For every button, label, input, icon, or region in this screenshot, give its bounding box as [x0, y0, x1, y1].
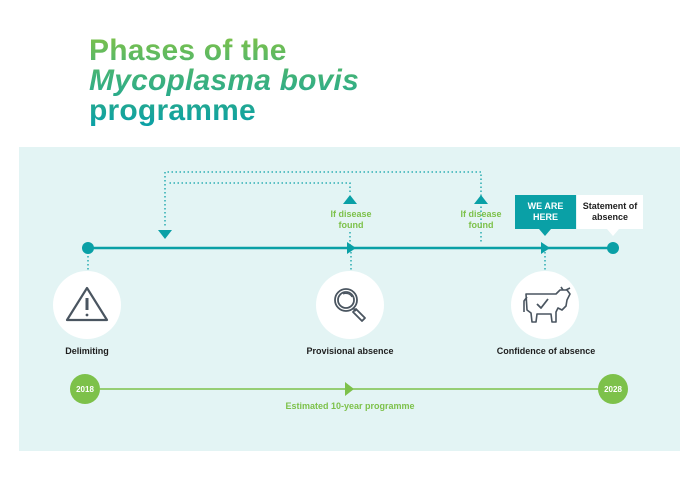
feedback-arrow-up-icon-1: [343, 195, 357, 204]
statement-pointer: [607, 229, 619, 236]
we-are-here-pointer: [539, 229, 551, 236]
connectors: [87, 232, 546, 270]
feedback-loop-inner: [168, 182, 351, 192]
phase-circle-provisional: [316, 271, 384, 339]
statement-of-absence-text: Statement of absence: [582, 201, 638, 222]
we-are-here-text: WE ARE HERE: [527, 201, 564, 222]
feedback-label-1: If disease found: [330, 209, 372, 231]
timeline-start-dot: [82, 242, 94, 254]
phase-label-delimiting: Delimiting: [65, 346, 109, 356]
timeline-end-dot: [607, 242, 619, 254]
programme-arrow-icon: [345, 382, 354, 396]
phase-circle-confidence: [511, 271, 579, 339]
feedback-label-2-text: If disease found: [460, 209, 502, 230]
timeline-arrow-icon-2: [541, 242, 550, 254]
start-year-badge: 2018: [70, 374, 100, 404]
warning-triangle-icon: [65, 286, 109, 322]
cow-check-icon: [523, 286, 571, 323]
feedback-label-2: If disease found: [459, 209, 503, 231]
feedback-arrow-up-icon-2: [474, 195, 488, 204]
magnifying-glass-icon: [334, 288, 366, 322]
feedback-loop-outer: [164, 171, 482, 228]
timeline-arrow-icon-1: [347, 242, 356, 254]
feedback-arrow-down-icon: [158, 230, 172, 239]
we-are-here-callout: WE ARE HERE: [515, 195, 576, 229]
phase-label-provisional: Provisional absence: [306, 346, 394, 356]
programme-caption: Estimated 10-year programme: [285, 401, 415, 411]
statement-of-absence-callout: Statement of absence: [577, 195, 643, 229]
feedback-label-1-text: If disease found: [330, 209, 372, 230]
end-year-badge: 2028: [598, 374, 628, 404]
phase-label-confidence: Confidence of absence: [496, 346, 596, 356]
